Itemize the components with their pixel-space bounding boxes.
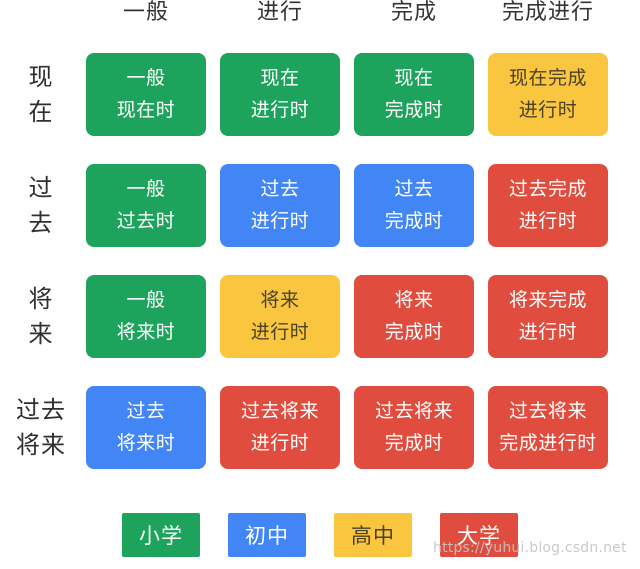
tense-cell-past-progressive: 过去 进行时 (220, 164, 340, 247)
row-label-past: 过 去 (28, 173, 54, 237)
legend-item-university: 大学 (440, 513, 518, 557)
column-header-simple: 一般 (122, 0, 169, 25)
column-header-perfect-progressive: 完成进行 (501, 0, 594, 25)
grid-corner-spacer (0, 0, 72, 25)
tense-cell-simple-future: 一般 将来时 (86, 275, 206, 358)
tense-cell-simple-present: 一般 现在时 (86, 53, 206, 136)
tense-cell-present-perfect-progressive: 现在完成 进行时 (488, 53, 608, 136)
tense-cell-present-progressive: 现在 进行时 (220, 53, 340, 136)
tense-cell-past-future-perfect: 过去将来 完成时 (354, 386, 474, 469)
row-label-past-future: 过去 将来 (16, 395, 66, 459)
legend-item-high-school: 高中 (334, 513, 412, 557)
legend: 小学 初中 高中 大学 (0, 513, 640, 557)
column-header-progressive: 进行 (256, 0, 303, 25)
tense-cell-future-perfect-progressive: 将来完成 进行时 (488, 275, 608, 358)
tense-cell-past-perfect: 过去 完成时 (354, 164, 474, 247)
legend-item-elementary: 小学 (122, 513, 200, 557)
row-label-future: 将 来 (28, 284, 54, 348)
tense-cell-simple-past: 一般 过去时 (86, 164, 206, 247)
tense-cell-future-progressive: 将来 进行时 (220, 275, 340, 358)
tense-cell-present-perfect: 现在 完成时 (354, 53, 474, 136)
legend-item-middle-school: 初中 (228, 513, 306, 557)
row-label-present: 现 在 (28, 62, 54, 126)
tense-cell-past-perfect-progressive: 过去完成 进行时 (488, 164, 608, 247)
tense-cell-simple-past-future: 过去 将来时 (86, 386, 206, 469)
column-header-perfect: 完成 (390, 0, 437, 25)
watermark-url: https://yuhui.blog.csdn.net (433, 540, 627, 556)
tense-grid: 一般 进行 完成 完成进行 现 在 一般 现在时 现在 进行时 现在 完成时 现… (0, 0, 608, 469)
tense-cell-past-future-perfect-progressive: 过去将来 完成进行时 (488, 386, 608, 469)
tense-cell-future-perfect: 将来 完成时 (354, 275, 474, 358)
tense-cell-past-future-progressive: 过去将来 进行时 (220, 386, 340, 469)
